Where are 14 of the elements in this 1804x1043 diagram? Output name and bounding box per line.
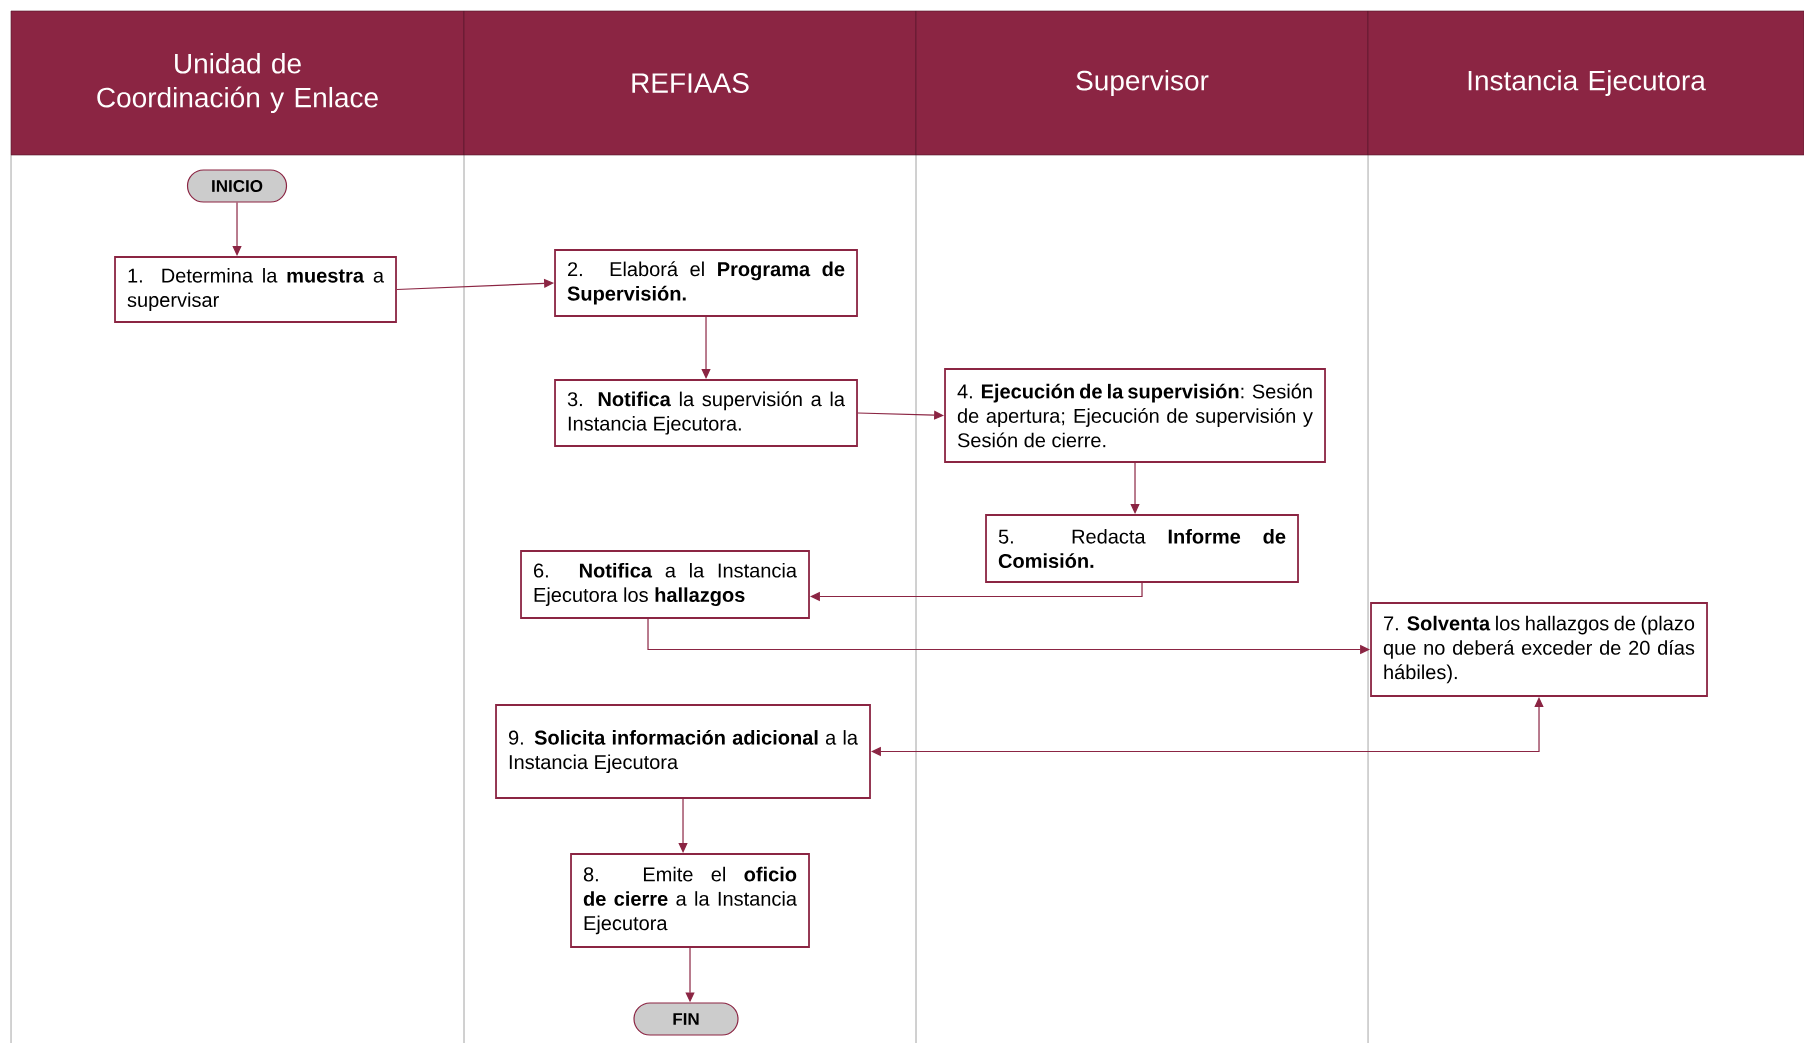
process-box: 5. Redacta Informe de Comisión. [985, 514, 1299, 583]
lane-header: Supervisor [915, 10, 1369, 156]
lane-header: Unidad de Coordinación y Enlace [10, 10, 465, 156]
process-box: 7. Solventa los hallazgos de (plazo que no deberá exceder de 20 días hábiles). [1370, 602, 1708, 697]
lane-header: Instancia Ejecutora [1367, 10, 1804, 156]
process-box: 1. Determina la muestra a supervisar [114, 256, 397, 323]
process-box: 4. Ejecución de la supervisión: Sesión de apertura; Ejecución de supervisión y Sesión de cierre. [944, 368, 1326, 463]
process-box: 3. Notifica la supervisión a la Instancia Ejecutora. [554, 379, 858, 447]
process-box: 9. Solicita información adicional a la Instancia Ejecutora [495, 704, 871, 799]
process-box: 6. Notifica a la Instancia Ejecutora los hallazgos [520, 550, 810, 619]
process-box: 8. Emite el oficio de cierre a la Instancia Ejecutora [570, 853, 810, 948]
terminal-oval: FIN [633, 1002, 739, 1036]
lane-header: REFIAAS [463, 10, 917, 156]
process-box: 2. Elaborá el Programa de Supervisión. [554, 249, 858, 317]
